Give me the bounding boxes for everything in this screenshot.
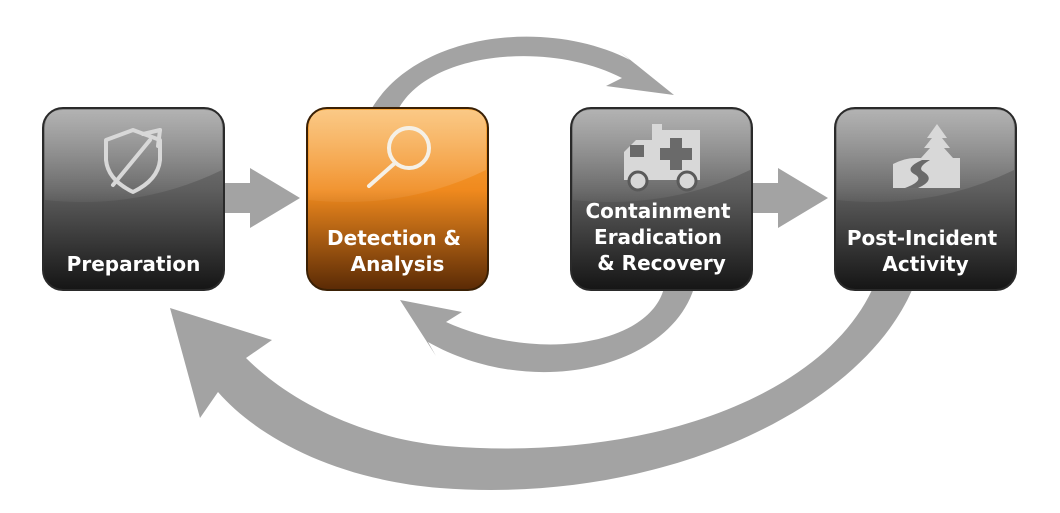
- arrow-containment-to-post: [752, 168, 828, 228]
- arrow-prep-to-detection: [224, 168, 300, 228]
- phase-label: Containment Eradication & Recovery: [586, 199, 738, 275]
- shield-syringe-icon: [104, 128, 162, 194]
- phase-label: Post-Incident Activity: [847, 226, 1004, 276]
- cycle-arrows: [170, 36, 912, 490]
- ambulance-icon: [624, 124, 700, 192]
- magnifier-icon: [367, 126, 431, 188]
- phase-detection-analysis: Detection & Analysis: [306, 107, 489, 291]
- phase-label: Preparation: [67, 252, 201, 276]
- phase-label: Detection & Analysis: [327, 226, 468, 276]
- top-arc-arrow: [372, 36, 674, 110]
- road-tree-icon: [893, 124, 960, 188]
- big-loop-arrow: [170, 290, 912, 490]
- phase-preparation: Preparation: [42, 107, 225, 291]
- phase-containment-eradication-recovery: Containment Eradication & Recovery: [570, 107, 753, 291]
- lower-arc-arrow: [400, 288, 694, 373]
- phase-post-incident-activity: Post-Incident Activity: [834, 107, 1017, 291]
